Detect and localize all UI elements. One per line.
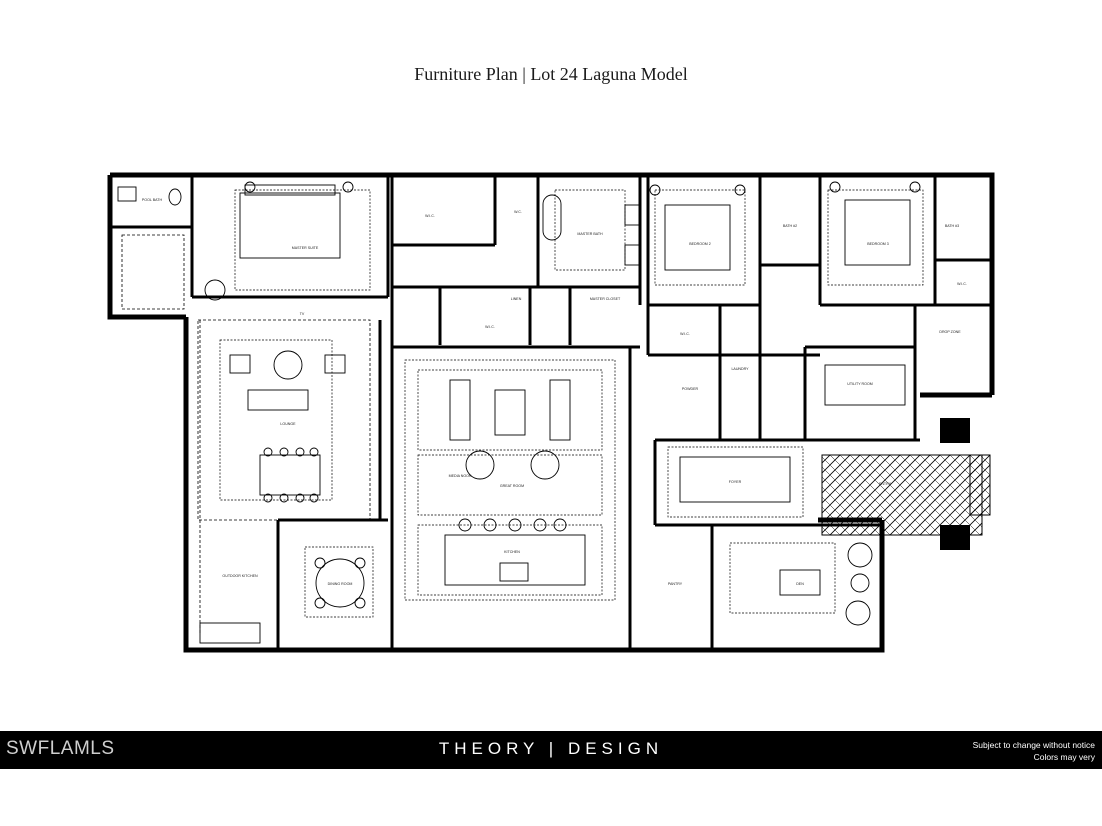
label-wic-master: W.I.C. (425, 214, 435, 218)
label-wic4: W.I.C. (680, 332, 690, 336)
label-pool-bath: POOL BATH (142, 198, 163, 202)
label-drop-zone: DROP ZONE (939, 330, 961, 334)
label-pantry: PANTRY (668, 582, 683, 586)
entry-paving (821, 418, 991, 550)
label-dining: DINING ROOM (328, 582, 353, 586)
label-lounge: LOUNGE (280, 422, 296, 426)
label-kitchen: KITCHEN (504, 550, 520, 554)
disclaimer: Subject to change without notice Colors … (973, 739, 1095, 763)
label-bedroom3: BEDROOM 3 (867, 242, 889, 246)
label-bath2: BATH #2 (783, 224, 797, 228)
room-labels: POOL BATH MASTER SUITE W.I.C. W.C. MASTE… (142, 198, 967, 586)
furniture (117, 181, 921, 644)
label-master-bath: MASTER BATH (577, 232, 603, 236)
rugs (219, 189, 924, 618)
lanai-outlines (121, 234, 371, 635)
label-bath3: BATH #3 (945, 224, 959, 228)
label-wc: W.C. (514, 210, 522, 214)
mls-logo: SWFLAMLS (6, 738, 115, 759)
label-foyer: FOYER (729, 480, 742, 484)
label-den: DEN (796, 582, 804, 586)
interior-walls (112, 177, 992, 650)
disclaimer-line1: Subject to change without notice (972, 740, 1095, 750)
disclaimer-line2: Colors may very (1033, 752, 1095, 762)
label-outdoor-kitchen: OUTDOOR KITCHEN (222, 574, 258, 578)
label-bedroom2: BEDROOM 2 (689, 242, 711, 246)
label-master-suite: MASTER SUITE (292, 246, 319, 250)
label-master-closet: MASTER CLOSET (590, 297, 621, 301)
footer-bar: SWFLAMLS THEORY | DESIGN Subject to chan… (0, 731, 1102, 769)
label-entry: ENTRY (879, 482, 892, 486)
label-wic2: W.I.C. (485, 325, 495, 329)
label-great-room: GREAT ROOM (500, 484, 524, 488)
label-linen: LINEN (511, 297, 522, 301)
brand-name: THEORY | DESIGN (438, 739, 664, 758)
floor-plan: POOL BATH MASTER SUITE W.I.C. W.C. MASTE… (107, 172, 995, 653)
page-title: Furniture Plan | Lot 24 Laguna Model (414, 64, 688, 84)
label-media-nook: MEDIA NOOK (449, 474, 472, 478)
label-powder: POWDER (682, 387, 699, 391)
label-tv: TV (300, 312, 305, 316)
label-wic3: W.I.C. (957, 282, 967, 286)
exterior-walls (107, 172, 995, 653)
label-utility: UTILITY ROOM (847, 382, 873, 386)
label-laundry: LAUNDRY (731, 367, 749, 371)
